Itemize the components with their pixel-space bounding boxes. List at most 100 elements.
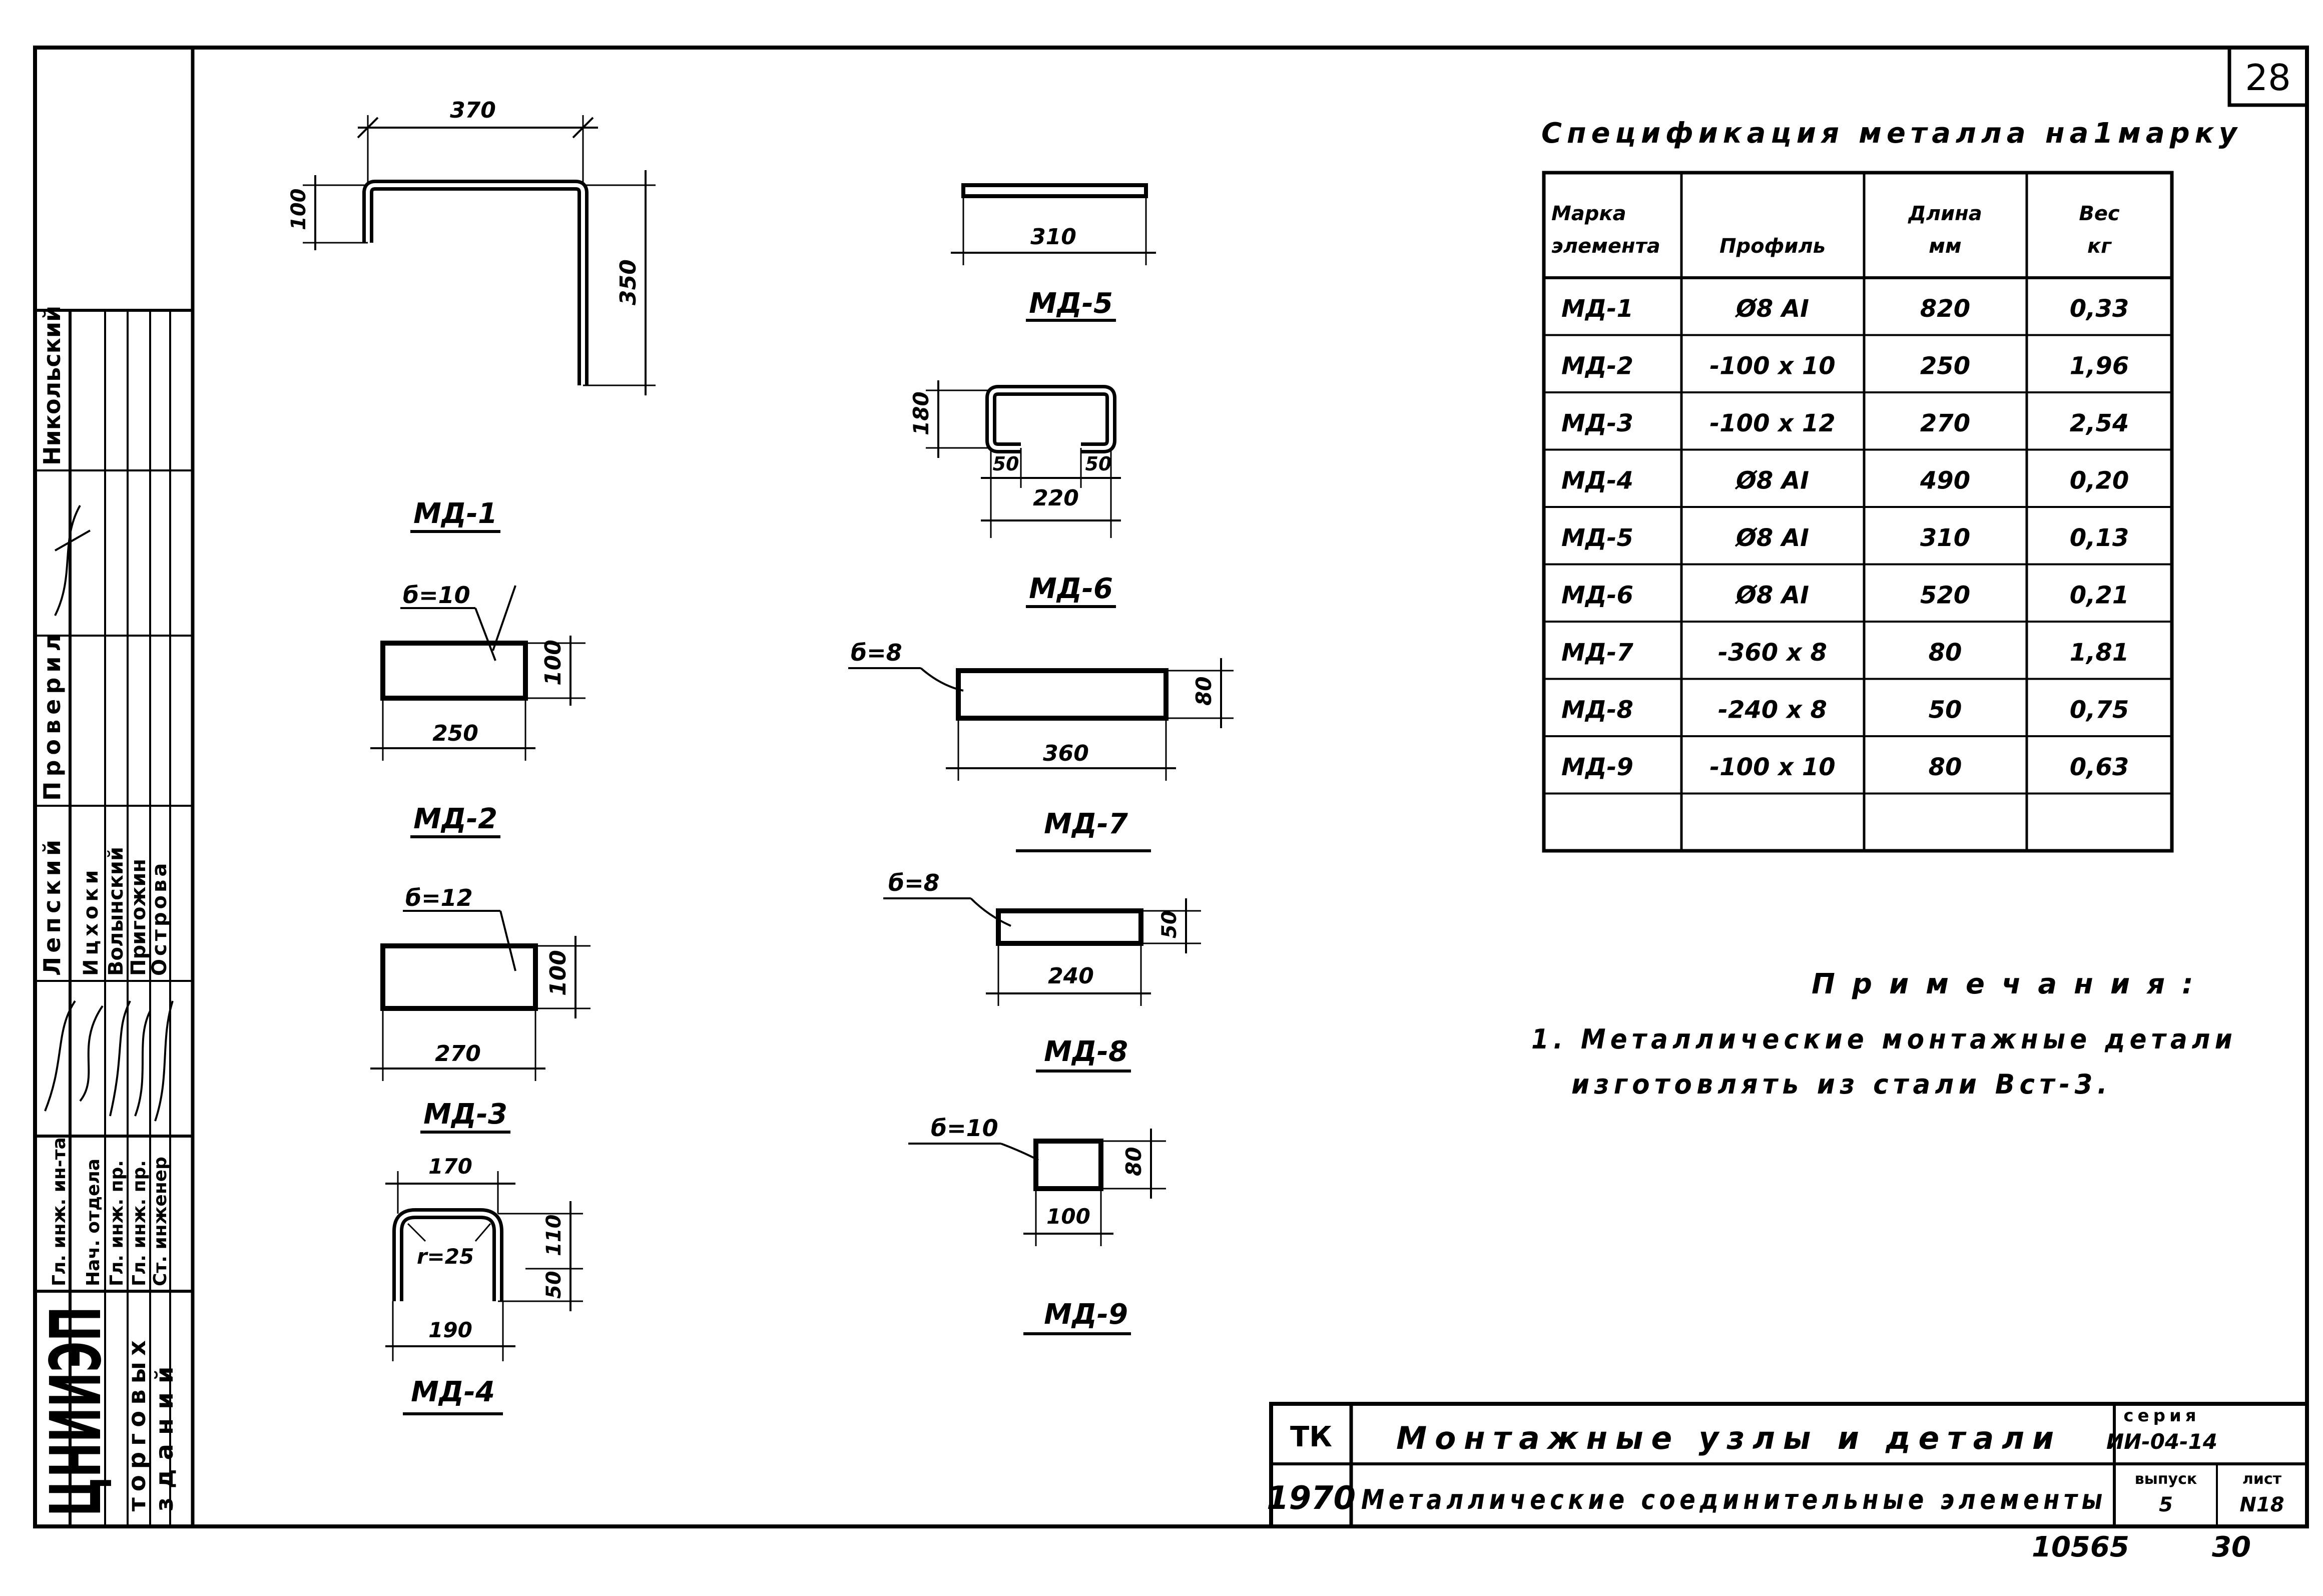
md7-label: МД-7 <box>1044 808 1128 840</box>
md7-dim-h: 80 <box>1192 677 1216 706</box>
spec-cell: 50 <box>1929 696 1962 724</box>
title-year: 1970 <box>1267 1480 1356 1517</box>
stamp-role-0: Гл. инж. ин-та <box>49 1137 70 1286</box>
sheet-number-box: 28 <box>2227 46 2309 107</box>
md3-dim-w: 270 <box>435 1041 481 1067</box>
spec-cell: МД-2 <box>1561 352 1633 380</box>
md7-dim-w: 360 <box>1043 741 1089 766</box>
md9-thickness: б=10 <box>931 1115 998 1142</box>
spec-cell: -240 x 8 <box>1718 696 1827 724</box>
md4-dim-h1: 110 <box>542 1215 565 1257</box>
spec-header-cell: Профиль <box>1719 235 1826 258</box>
md4-radius: r=25 <box>417 1244 474 1269</box>
spec-cell: Ø8 AI <box>1734 295 1809 323</box>
title-line2: Металлические соединительные элементы <box>1361 1484 2107 1515</box>
spec-cell: 2,54 <box>2070 409 2129 437</box>
md6-rod <box>985 385 1116 453</box>
part-md8: б=8 240 50 МД-8 <box>883 869 1201 1073</box>
md3-dim-h: 100 <box>545 950 571 996</box>
part-md3: б=12 270 100 МД-3 <box>370 884 591 1134</box>
md9-dim-h: 80 <box>1121 1147 1146 1176</box>
stamp-role-2: Гл. инж. пр. <box>107 1160 127 1286</box>
md2-dim-w: 250 <box>432 721 478 746</box>
md5-rod <box>961 183 1148 198</box>
md1-dim-right: 350 <box>616 259 641 305</box>
sheet-number: 28 <box>2245 57 2291 99</box>
vypusk-value: 5 <box>2159 1493 2173 1516</box>
md1-dim-top: 370 <box>450 98 496 123</box>
md1-rod <box>362 180 589 385</box>
signature-scribbles <box>44 505 174 1122</box>
md6-dim-b: 50 <box>1085 453 1112 475</box>
stamp-org-sub2: зданий <box>151 1358 179 1511</box>
md2-dim-h: 100 <box>540 640 566 686</box>
spec-cell: Ø8 AI <box>1734 524 1809 552</box>
spec-cell: 0,20 <box>2070 466 2129 494</box>
spec-cell: 490 <box>1920 466 1970 494</box>
stamp-check-label: Проверил <box>39 630 66 801</box>
spec-cell: -100 x 10 <box>1709 352 1835 380</box>
spec-cell: 0,13 <box>2070 524 2129 552</box>
spec-cell: МД-8 <box>1561 696 1633 724</box>
bottom-page: 30 <box>2212 1531 2251 1563</box>
md5-label: МД-5 <box>1029 287 1113 320</box>
spec-cell: МД-7 <box>1561 639 1633 667</box>
md7-plate <box>956 668 1169 721</box>
md8-dim-h: 50 <box>1158 910 1181 938</box>
md1-label: МД-1 <box>413 497 497 530</box>
spec-cell: 250 <box>1920 352 1970 380</box>
stamp-role-4: Ст. инженер <box>150 1157 171 1286</box>
vypusk-label: выпуск <box>2135 1470 2197 1488</box>
md9-label: МД-9 <box>1044 1298 1128 1331</box>
md9-dim-w: 100 <box>1046 1204 1090 1229</box>
spec-cell: -360 x 8 <box>1718 639 1827 667</box>
spec-cell: 520 <box>1920 581 1970 609</box>
part-md5: 310 МД-5 <box>951 183 1156 322</box>
md6-dim-a: 50 <box>993 453 1019 475</box>
md3-plate <box>380 943 538 1011</box>
stamp-role-3: Гл. инж. пр. <box>129 1160 150 1286</box>
title-tk: ТК <box>1290 1421 1332 1453</box>
left-stamp-strip: Никольский Проверил Лепский Ицхоки Волын… <box>35 306 193 1526</box>
md1-dim-left: 100 <box>287 189 310 231</box>
part-md6: 180 50 50 220 МД-6 <box>909 380 1121 608</box>
md4-dim-top: 170 <box>428 1154 472 1179</box>
md5-dim-w: 310 <box>1030 224 1076 250</box>
part-md7: б=8 360 80 МД-7 <box>848 639 1234 852</box>
spec-cell: МД-5 <box>1561 524 1633 552</box>
notes-title: Примечания: <box>1812 968 2210 1000</box>
spec-cell: МД-3 <box>1561 409 1633 437</box>
md3-label: МД-3 <box>423 1098 507 1131</box>
title-line1: Монтажные узлы и детали <box>1396 1420 2062 1456</box>
md7-thickness: б=8 <box>851 639 902 666</box>
part-md9: б=10 100 80 МД-9 <box>908 1115 1166 1335</box>
title-block: ТК 1970 Монтажные узлы и детали Металлич… <box>1267 1402 2309 1528</box>
md8-plate <box>996 908 1143 946</box>
spec-cell: МД-4 <box>1561 466 1633 494</box>
spec-cell: 310 <box>1920 524 1970 552</box>
stamp-org-sub1: торговых <box>123 1334 151 1511</box>
part-md4: 170 r=25 190 110 50 МД-4 <box>385 1154 583 1415</box>
stamp-name-itskhoki: Ицхоки <box>80 866 103 976</box>
spec-title: Спецификация металла на1марку <box>1541 117 2242 150</box>
part-md1: 370 100 350 МД-1 <box>287 98 656 533</box>
spec-cell: 1,81 <box>2070 639 2129 667</box>
spec-cell: -100 x 10 <box>1709 753 1835 781</box>
list-label: лист <box>2242 1470 2282 1488</box>
md4-label: МД-4 <box>411 1376 495 1408</box>
spec-cell: -100 x 12 <box>1709 409 1835 437</box>
spec-cell: МД-1 <box>1561 295 1633 323</box>
spec-cell: 820 <box>1920 295 1970 323</box>
md8-label: МД-8 <box>1044 1035 1128 1068</box>
spec-cell: 80 <box>1929 753 1962 781</box>
spec-cell: 80 <box>1929 639 1962 667</box>
spec-cell: 0,21 <box>2070 581 2129 609</box>
md8-thickness: б=8 <box>888 869 940 896</box>
stamp-role-1: Нач. отдела <box>83 1159 104 1286</box>
stamp-org-main: ЦНИИЭП <box>36 1306 117 1516</box>
spec-cell: МД-6 <box>1561 581 1633 609</box>
